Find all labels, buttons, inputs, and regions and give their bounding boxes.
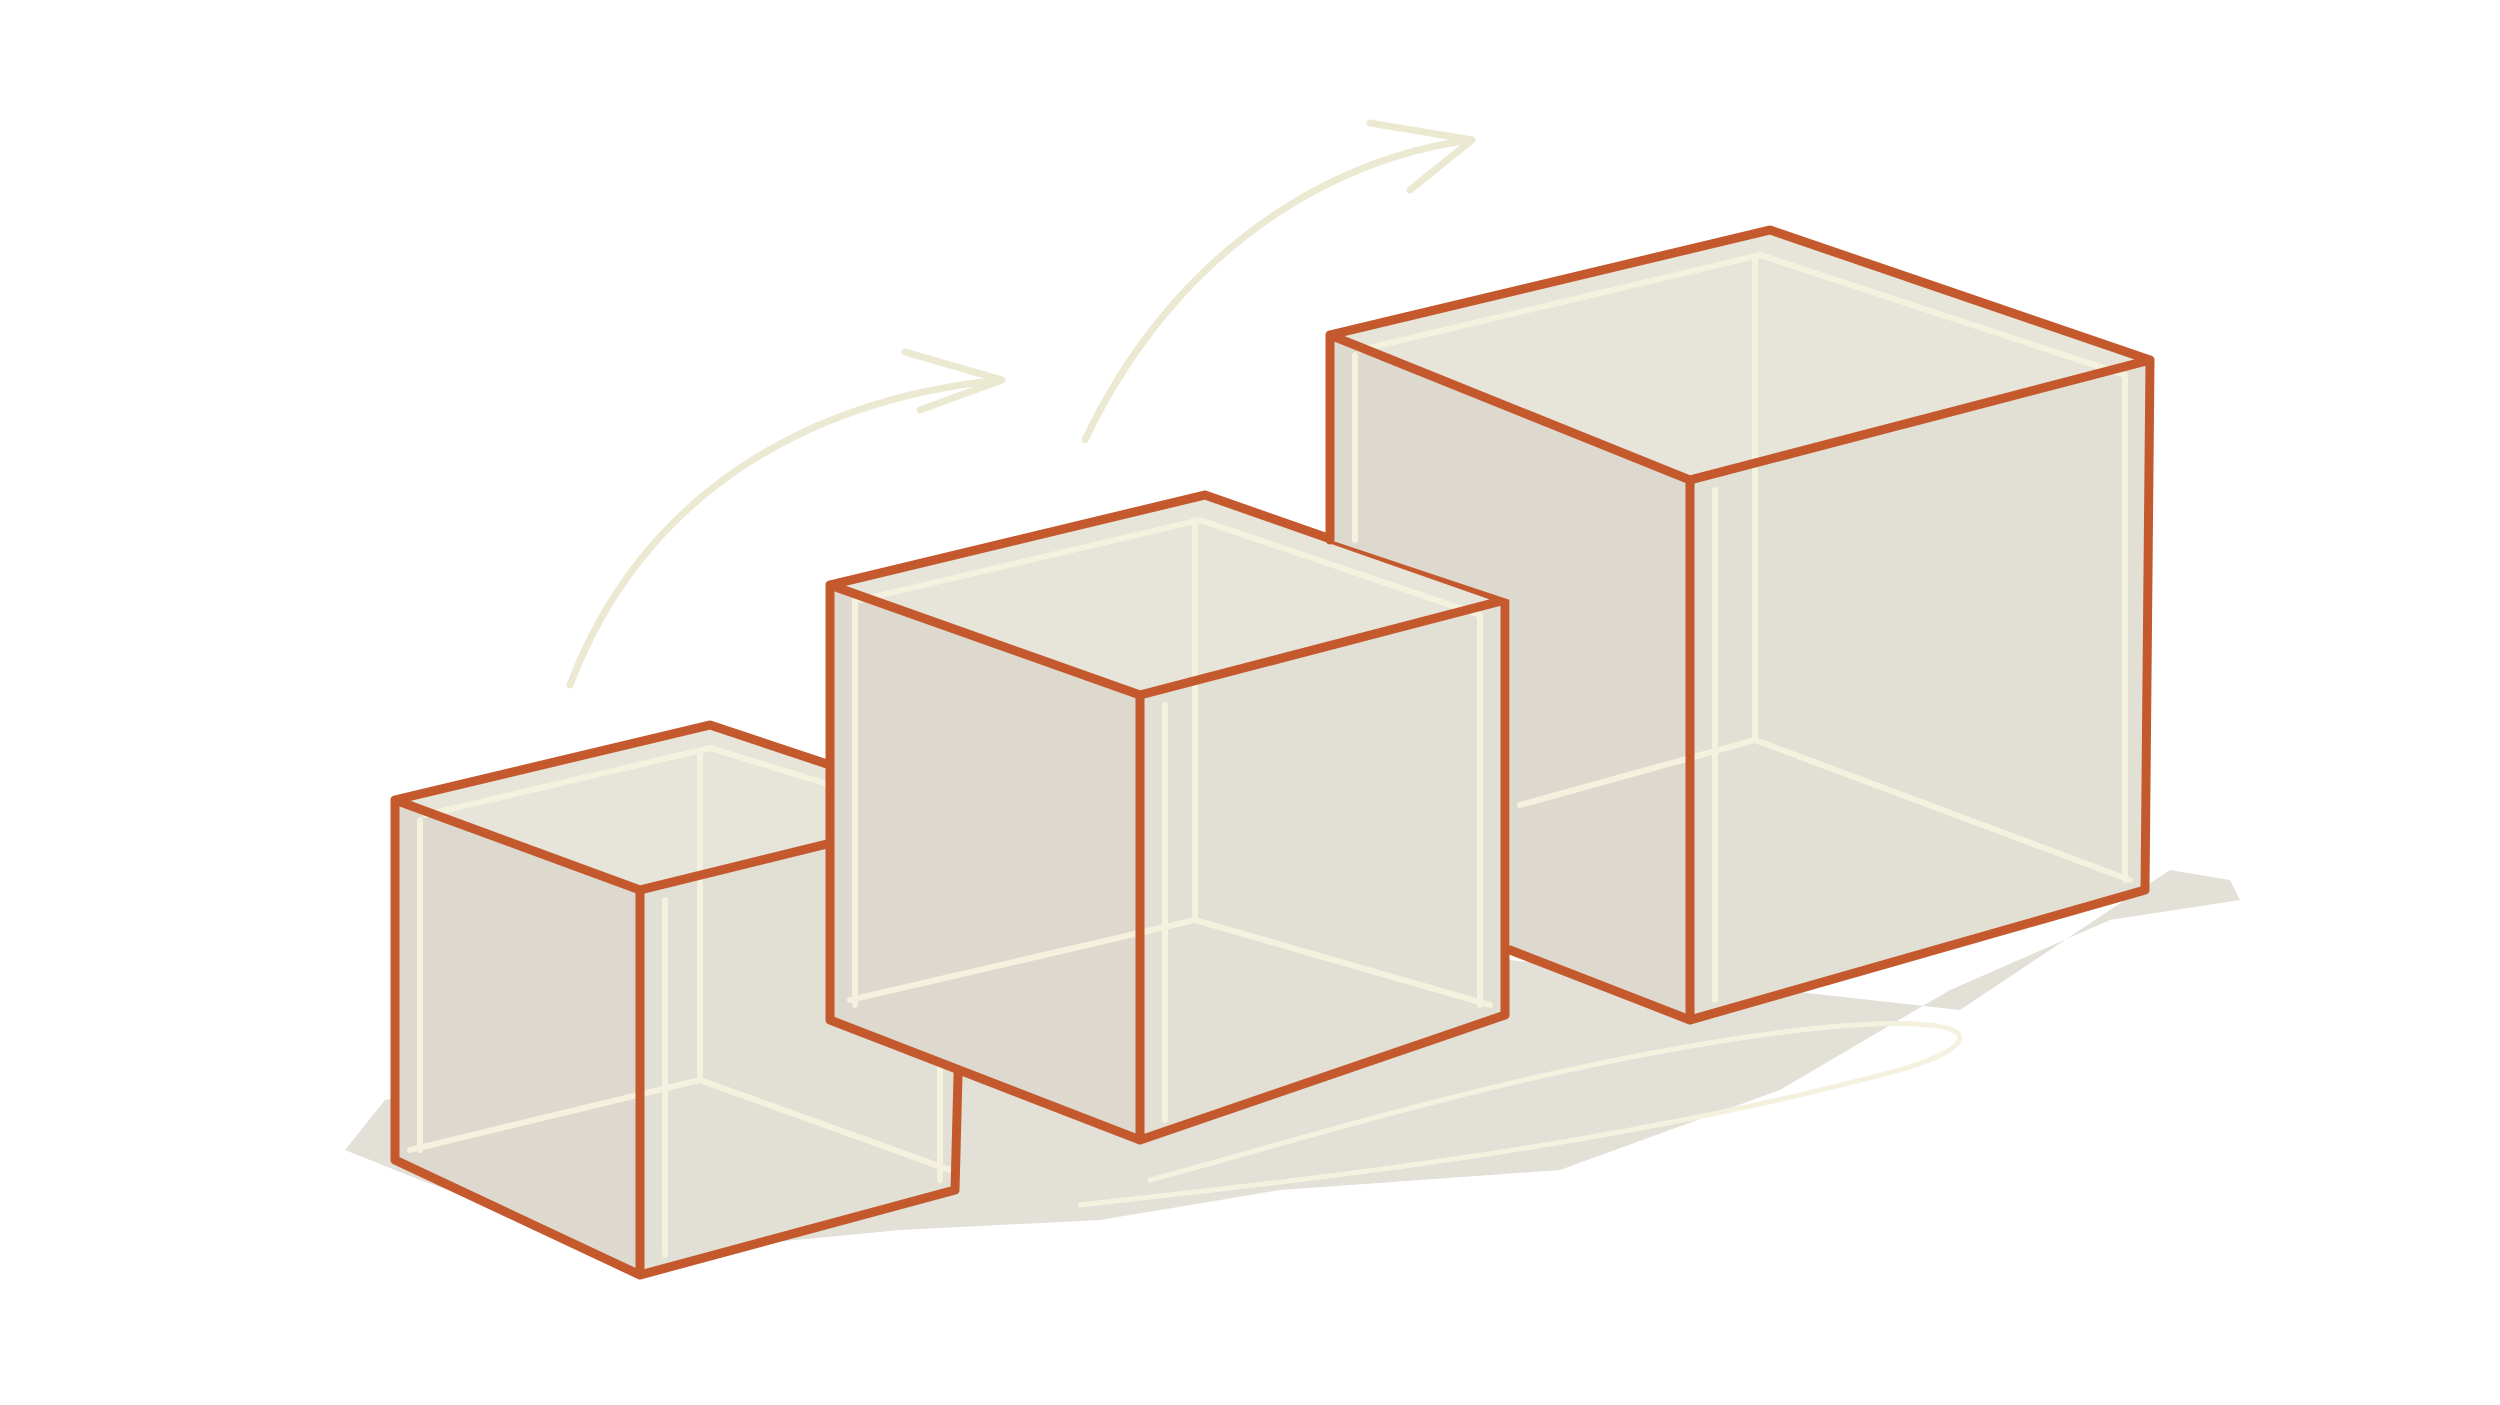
growth-arrow-1	[566, 348, 1006, 689]
floor-scribble	[1077, 1021, 1963, 1208]
large-cube	[1325, 225, 2155, 1025]
growth-arrow-2	[1081, 119, 1476, 444]
medium-cube	[825, 490, 1510, 1145]
